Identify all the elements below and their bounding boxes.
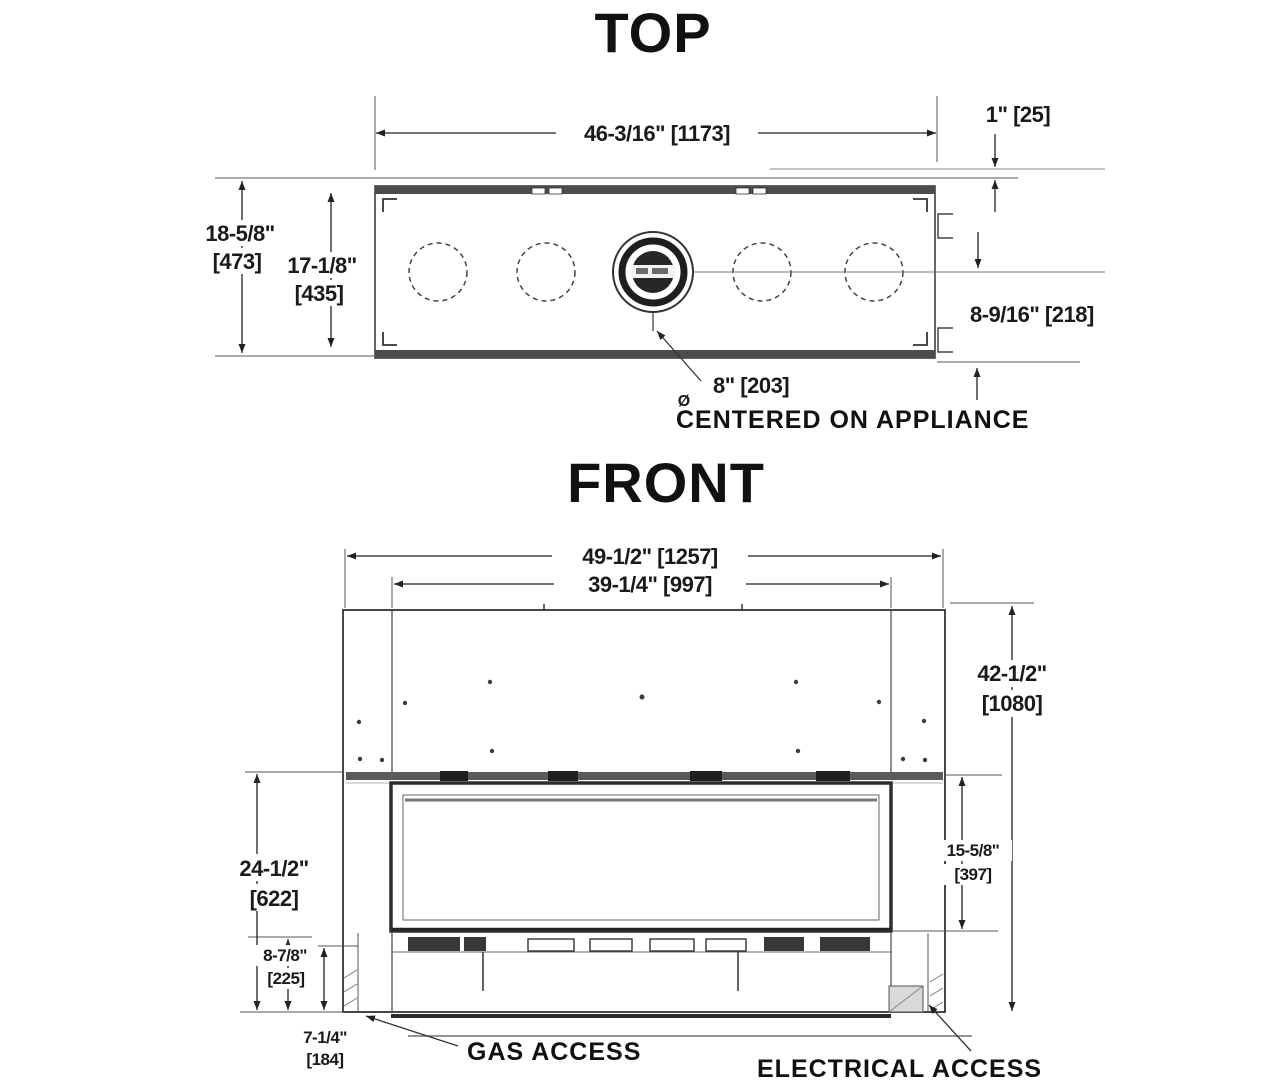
dim-firebox-depth-in: 17-1/8"	[287, 253, 356, 278]
electrical-access-label: ELECTRICAL ACCESS	[757, 1055, 1042, 1083]
electrical-access-group: ELECTRICAL ACCESS	[757, 1004, 1042, 1083]
dim-base-height-mm: [184]	[306, 1050, 343, 1069]
dim-overall-width-group: 49-1/2" [1257]	[344, 544, 944, 608]
top-view-title: TOP	[594, 1, 711, 64]
louver-row	[391, 937, 891, 991]
glass-window	[389, 781, 893, 933]
dim-glass-height-mm: [397]	[954, 865, 991, 884]
dim-top-width: 46-3/16" [1173]	[584, 121, 730, 146]
wall-face-lines	[215, 168, 1105, 179]
left-dim-labels: 24-1/2" [622] 8-7/8" [225] 7-1/4" [184]	[222, 854, 347, 1069]
dim-overall-height-group: 42-1/2" [1080]	[950, 602, 1064, 1011]
dim-wall-offset: 1" [25]	[986, 102, 1051, 127]
dim-wall-offset-group: 1" [25]	[986, 102, 1051, 212]
dim-depth-group: 18-5/8" [473]	[192, 181, 375, 357]
dim-firebox-depth-group: 17-1/8" [435]	[276, 193, 368, 347]
side-clips	[937, 213, 953, 353]
dim-flue-center-group: 8-9/16" [218]	[937, 232, 1142, 400]
dim-glass-height-group: 15-5/8" [397]	[893, 774, 1012, 932]
left-extension-lines	[240, 771, 358, 1013]
knockout-circle	[408, 242, 468, 302]
front-edge-band	[375, 186, 935, 194]
flue-collar	[612, 231, 694, 331]
dim-base-height-in: 7-1/4"	[303, 1028, 347, 1047]
flue-note: CENTERED ON APPLIANCE	[676, 406, 1029, 434]
front-enclosure	[342, 604, 972, 1037]
dim-glass-height-in: 15-5/8"	[947, 841, 1000, 860]
base-section	[343, 933, 972, 1037]
standoff-ticks	[531, 187, 767, 195]
dim-opening-width-group: 39-1/4" [997]	[391, 572, 892, 608]
dim-flue-center: 8-9/16" [218]	[970, 302, 1094, 327]
front-view-title: FRONT	[567, 451, 765, 514]
top-view: TOP	[192, 1, 1142, 434]
corner-tabs	[382, 198, 928, 346]
rear-edge-band	[375, 350, 935, 358]
dim-overall-height-in: 42-1/2"	[977, 661, 1046, 686]
flue-note-group: 8" [203] Ø CENTERED ON APPLIANCE	[656, 330, 1029, 434]
dim-opening-width: 39-1/4" [997]	[588, 572, 712, 597]
flue-diameter-symbol: Ø	[678, 393, 690, 410]
dim-overall-width: 49-1/2" [1257]	[582, 544, 718, 569]
fastener-dots	[356, 679, 928, 763]
gas-access-label: GAS ACCESS	[467, 1038, 641, 1066]
dim-gas-height-in: 8-7/8"	[263, 946, 307, 965]
dim-firebox-depth-mm: [435]	[295, 281, 344, 306]
dim-gas-height-mm: [225]	[267, 969, 304, 988]
front-view: FRONT 49-1/2" [1257] 39-1/4" [997]	[222, 451, 1064, 1083]
dim-top-width-group: 46-3/16" [1173]	[374, 96, 938, 170]
dim-depth-in: 18-5/8"	[205, 221, 274, 246]
gas-access-group: GAS ACCESS	[365, 1015, 641, 1066]
dim-depth-mm: [473]	[213, 249, 262, 274]
dim-flue-size: 8" [203]	[713, 373, 789, 398]
dim-overall-height-mm: [1080]	[982, 691, 1043, 716]
dim-front-height-mm: [622]	[250, 886, 299, 911]
knockout-circle	[516, 242, 576, 302]
dim-front-height-in: 24-1/2"	[239, 856, 308, 881]
